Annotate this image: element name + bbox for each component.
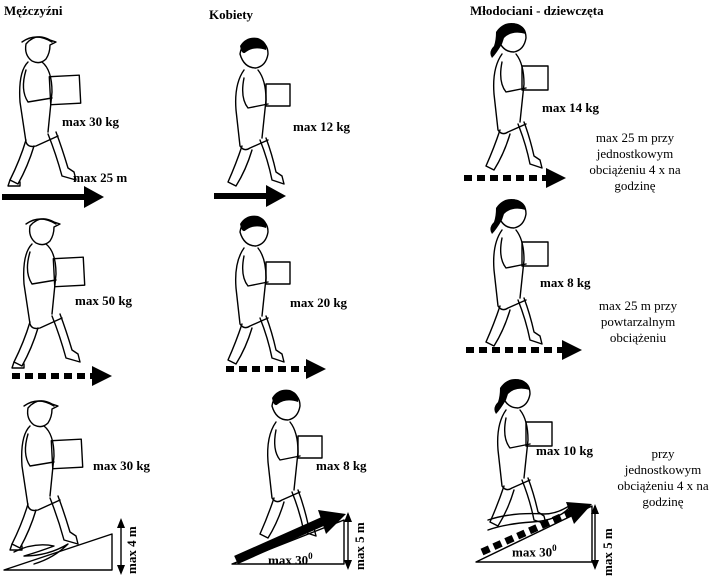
dotted-arrow-girls-2 — [466, 340, 582, 360]
woman-figure-3 — [259, 388, 323, 539]
header-men: Mężczyźni — [4, 3, 63, 18]
woman-figure-1 — [227, 36, 291, 187]
men-weight-1: max 30 kg — [62, 114, 120, 129]
men-height-3: max 4 m — [124, 526, 139, 574]
ramp-women — [231, 510, 352, 570]
men-distance-1: max 25 m — [73, 170, 128, 185]
girls-note-3: przy jednostkowym obciążeniu 4 x na godz… — [617, 446, 709, 509]
girls-weight-1: max 14 kg — [542, 100, 600, 115]
dotted-arrow-girls-1 — [464, 168, 566, 188]
header-women: Kobiety — [209, 7, 254, 22]
man-figure-3 — [9, 400, 84, 551]
girls-weight-2: max 8 kg — [540, 275, 591, 290]
man-figure-2 — [11, 218, 86, 369]
women-height-3: max 5 m — [352, 522, 367, 570]
woman-figure-2 — [227, 214, 291, 365]
girls-note-1: max 25 m przy jednostkowym obciążeniu 4 … — [589, 130, 681, 193]
solid-arrow-women-1 — [214, 185, 286, 207]
man-figure-1 — [7, 36, 82, 187]
men-weight-3: max 30 kg — [93, 458, 151, 473]
women-weight-1: max 12 kg — [293, 119, 351, 134]
header-girls: Młodociani - dziewczęta — [470, 3, 604, 18]
girls-angle-3: max 300 — [512, 543, 557, 560]
girl-figure-2 — [485, 198, 549, 347]
girls-weight-3: max 10 kg — [536, 443, 594, 458]
girls-note-2: max 25 m przy powtarzalnym obciążeniu — [598, 298, 678, 345]
solid-arrow-men-1 — [2, 186, 104, 208]
women-weight-3: max 8 kg — [316, 458, 367, 473]
women-weight-2: max 20 kg — [290, 295, 348, 310]
dotted-arrow-men-2 — [12, 366, 112, 386]
ramp-men — [3, 518, 125, 575]
men-weight-2: max 50 kg — [75, 293, 133, 308]
dotted-arrow-women-2 — [226, 359, 326, 379]
ramp-girls — [475, 502, 599, 570]
girl-figure-1 — [485, 22, 549, 171]
women-angle-3: max 300 — [268, 551, 313, 568]
girls-height-3: max 5 m — [600, 528, 615, 576]
